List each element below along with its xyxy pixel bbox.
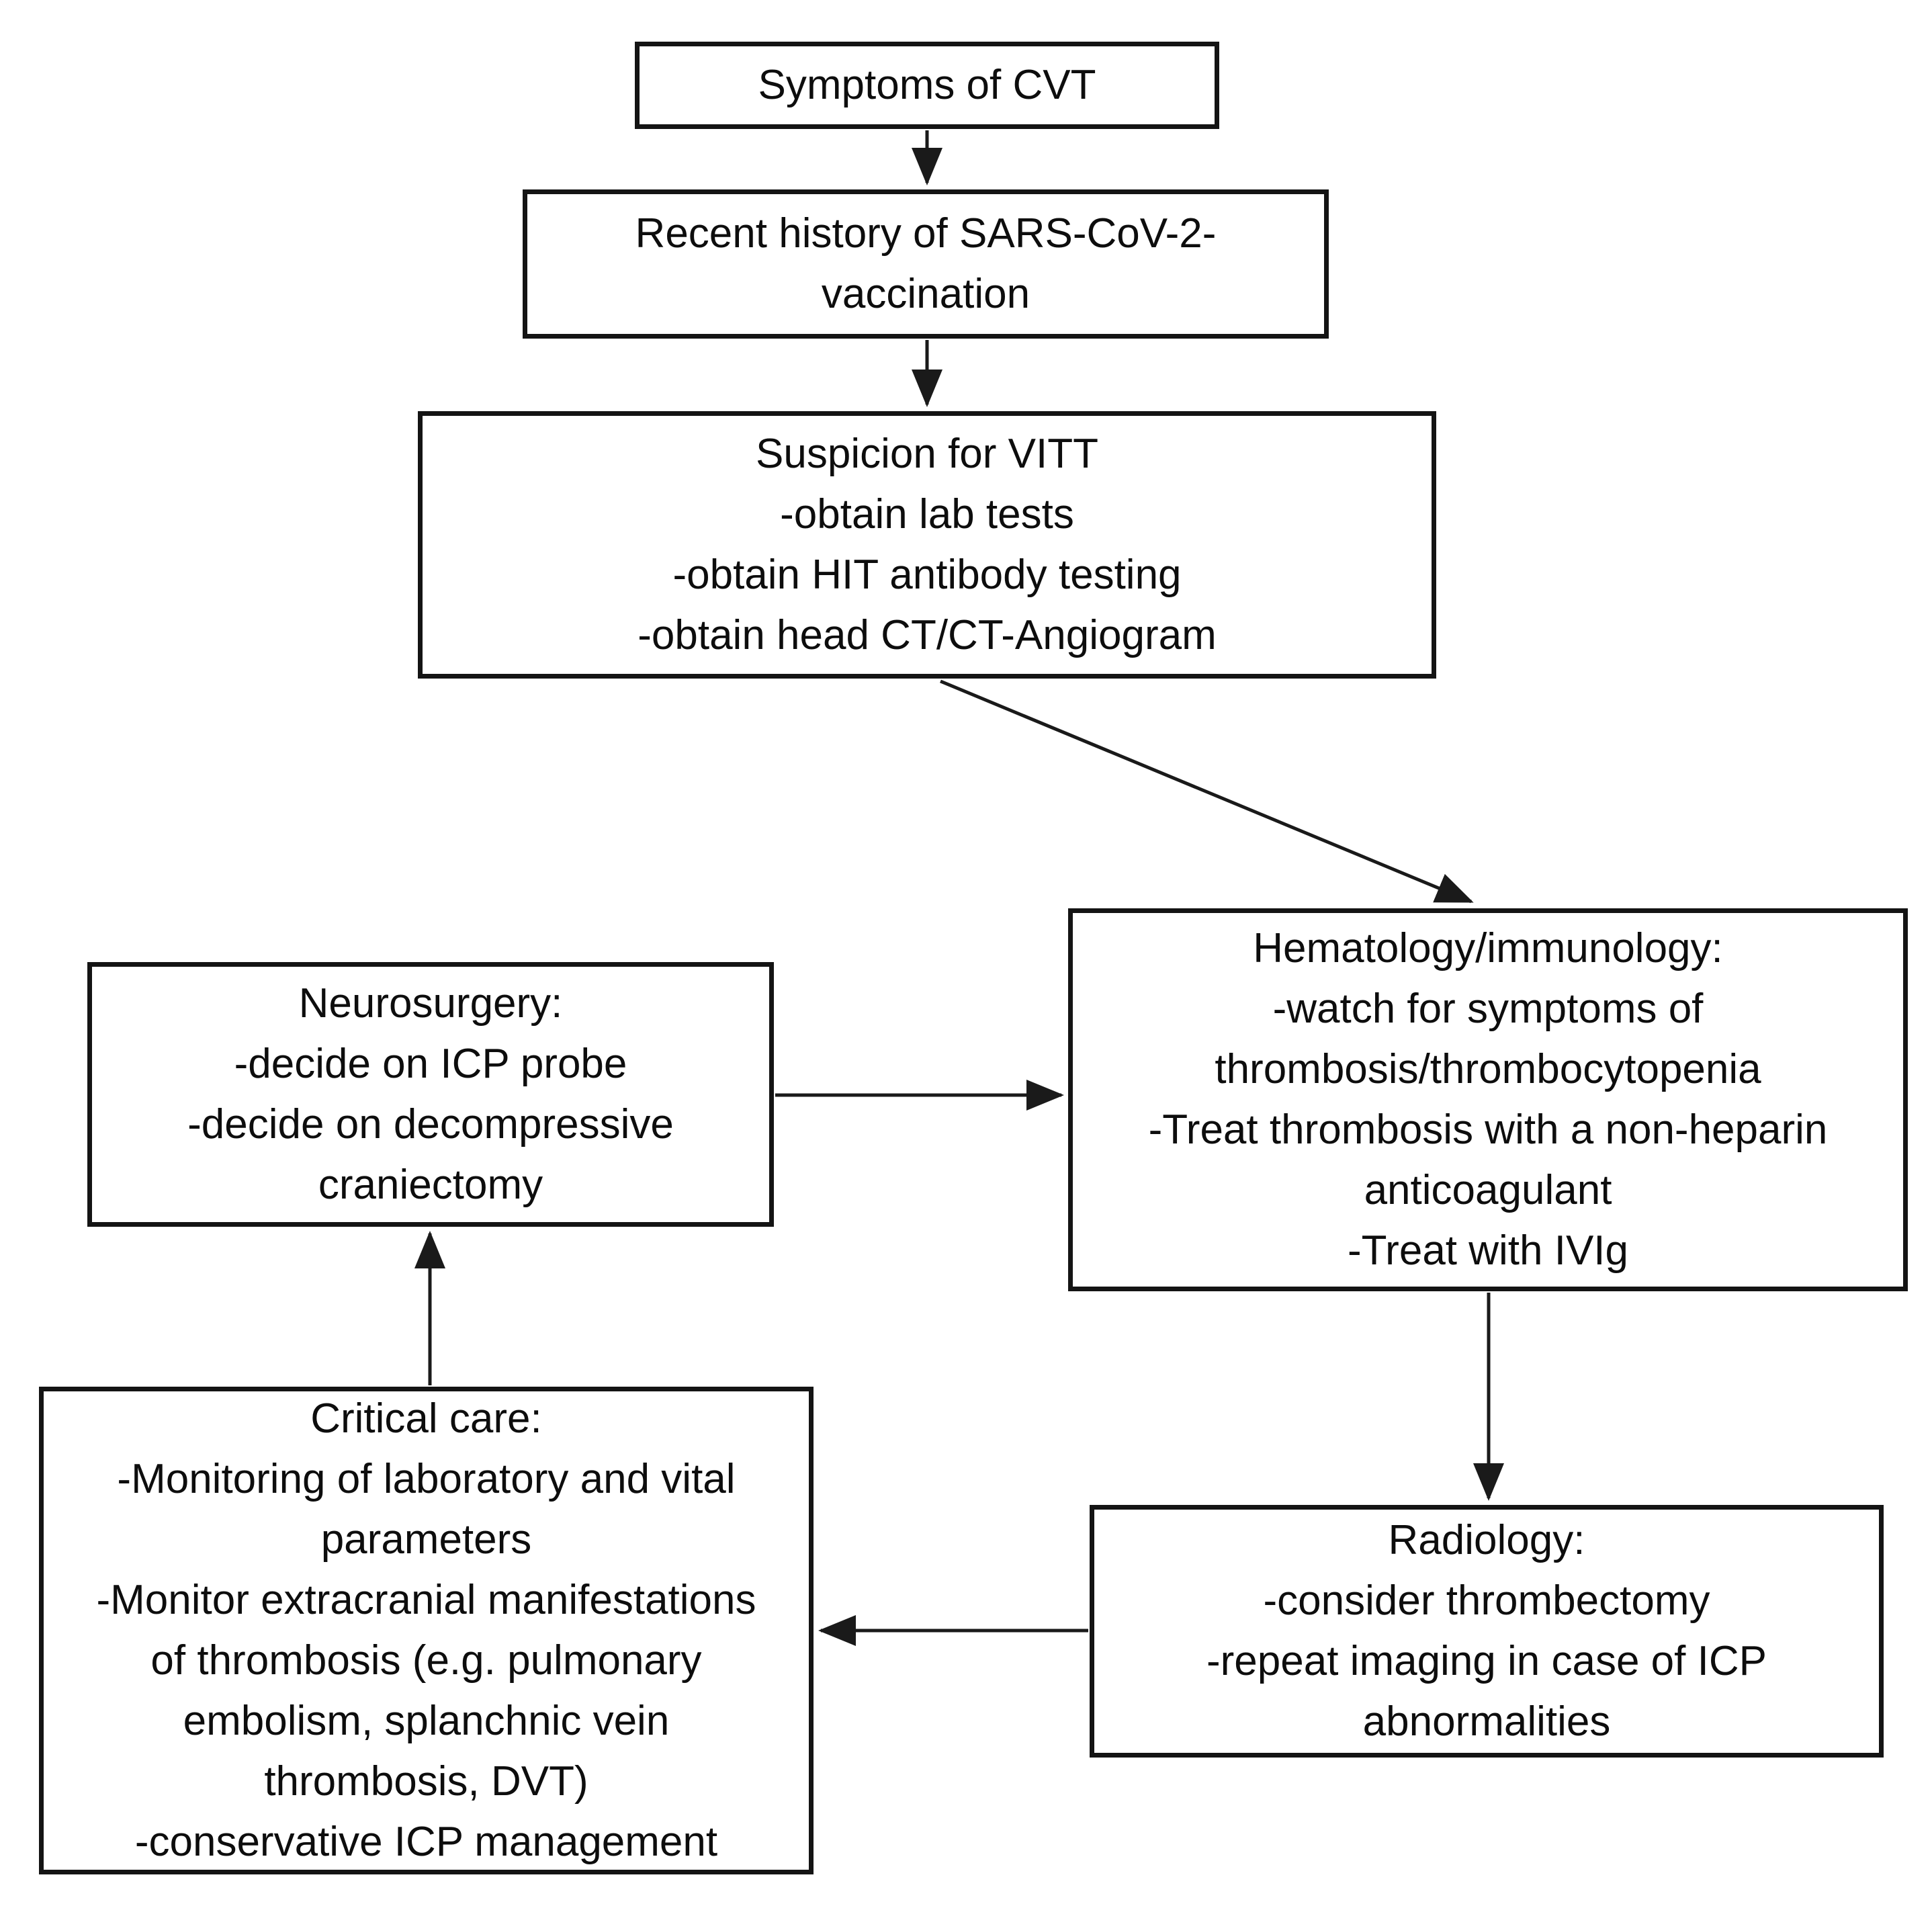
node-hematology-text: Hematology/immunology: -watch for sympto… <box>1148 925 1828 1274</box>
node-symptoms-text: Symptoms of CVT <box>758 62 1096 108</box>
node-history: Recent history of SARS-CoV-2- vaccinatio… <box>523 189 1329 339</box>
arrow-suspicion-to-hematology <box>940 679 1474 904</box>
node-critical-care-text: Critical care: -Monitoring of laboratory… <box>96 1395 756 1865</box>
node-critical-care: Critical care: -Monitoring of laboratory… <box>39 1387 814 1874</box>
node-symptoms: Symptoms of CVT <box>635 42 1219 129</box>
node-radiology-text: Radiology: -consider thrombectomy -repea… <box>1206 1517 1767 1745</box>
node-suspicion: Suspicion for VITT -obtain lab tests -ob… <box>418 411 1436 679</box>
node-neurosurgery-text: Neurosurgery: -decide on ICP probe -deci… <box>187 980 674 1208</box>
node-suspicion-text: Suspicion for VITT -obtain lab tests -ob… <box>638 431 1217 658</box>
node-hematology: Hematology/immunology: -watch for sympto… <box>1068 908 1908 1291</box>
node-history-text: Recent history of SARS-CoV-2- vaccinatio… <box>635 210 1217 317</box>
node-neurosurgery: Neurosurgery: -decide on ICP probe -deci… <box>87 962 774 1227</box>
node-radiology: Radiology: -consider thrombectomy -repea… <box>1090 1505 1884 1758</box>
